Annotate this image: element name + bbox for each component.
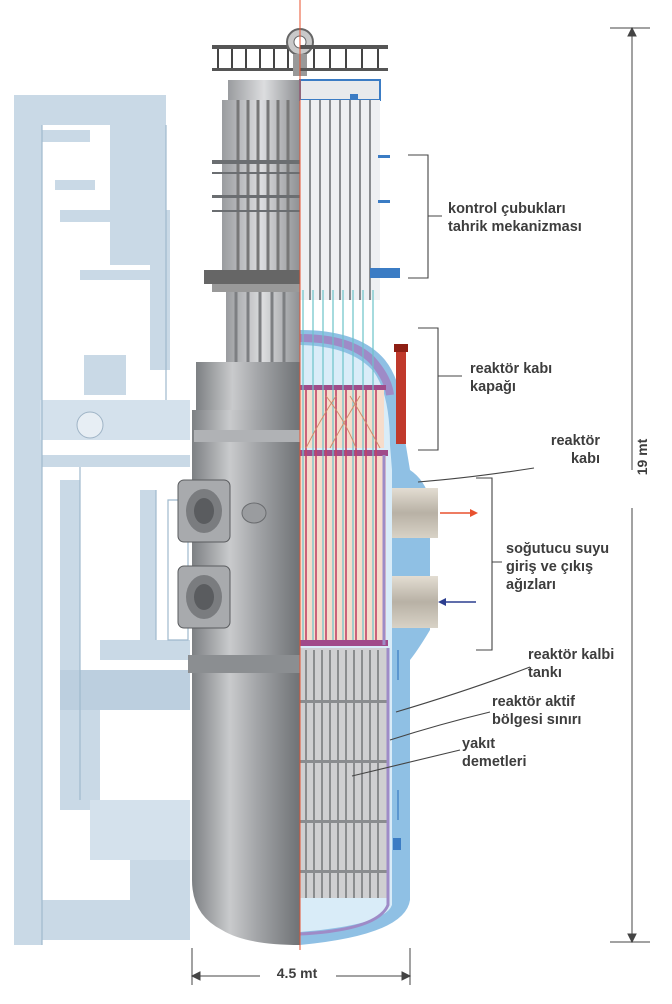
label-line: reaktör kalbi [528,647,615,663]
label-line: reaktör aktif [492,694,576,710]
label-line: kontrol çubukları [448,201,566,217]
label-line: bölgesi sınırı [492,712,582,728]
label-reactor-vessel: reaktör kabı [520,432,600,468]
width-dimension [190,948,412,985]
label-vessel-head: reaktör kabı kapağı [470,360,552,396]
label-line: reaktör [550,433,600,449]
label-line: reaktör kabı [470,361,553,377]
crdm-frame-right [299,45,400,300]
vessel-cutaway [299,290,438,945]
label-control-rod-drive: kontrol çubukları tahrik mekanizması [448,200,582,236]
reactor-building [14,95,190,945]
label-line: kapağı [470,379,516,395]
label-line: ağızları [506,577,556,593]
cold-leg-arrow [438,598,476,606]
label-line: yakıt [462,736,496,752]
vessel-exterior [177,362,300,945]
label-line: giriş ve çıkış [506,559,594,575]
height-dimension-label: 19 mt [634,438,650,476]
label-line: tankı [528,665,562,681]
height-dimension [610,26,650,944]
label-core-boundary: reaktör aktif bölgesi sınırı [492,693,581,729]
label-line: kabı [570,451,600,467]
label-coolant-nozzles: soğutucu suyu giriş ve çıkış ağızları [506,540,609,594]
label-line: demetleri [462,754,527,770]
label-line: soğutucu suyu [506,541,610,557]
width-dimension-label: 4.5 mt [276,965,318,981]
leader-lines [351,154,535,777]
hot-leg-arrow [440,509,478,517]
label-line: tahrik mekanizması [448,219,582,235]
label-fuel-assemblies: yakıt demetleri [462,735,526,771]
crdm-exterior [204,45,300,362]
label-core-barrel: reaktör kalbi tankı [528,646,614,682]
